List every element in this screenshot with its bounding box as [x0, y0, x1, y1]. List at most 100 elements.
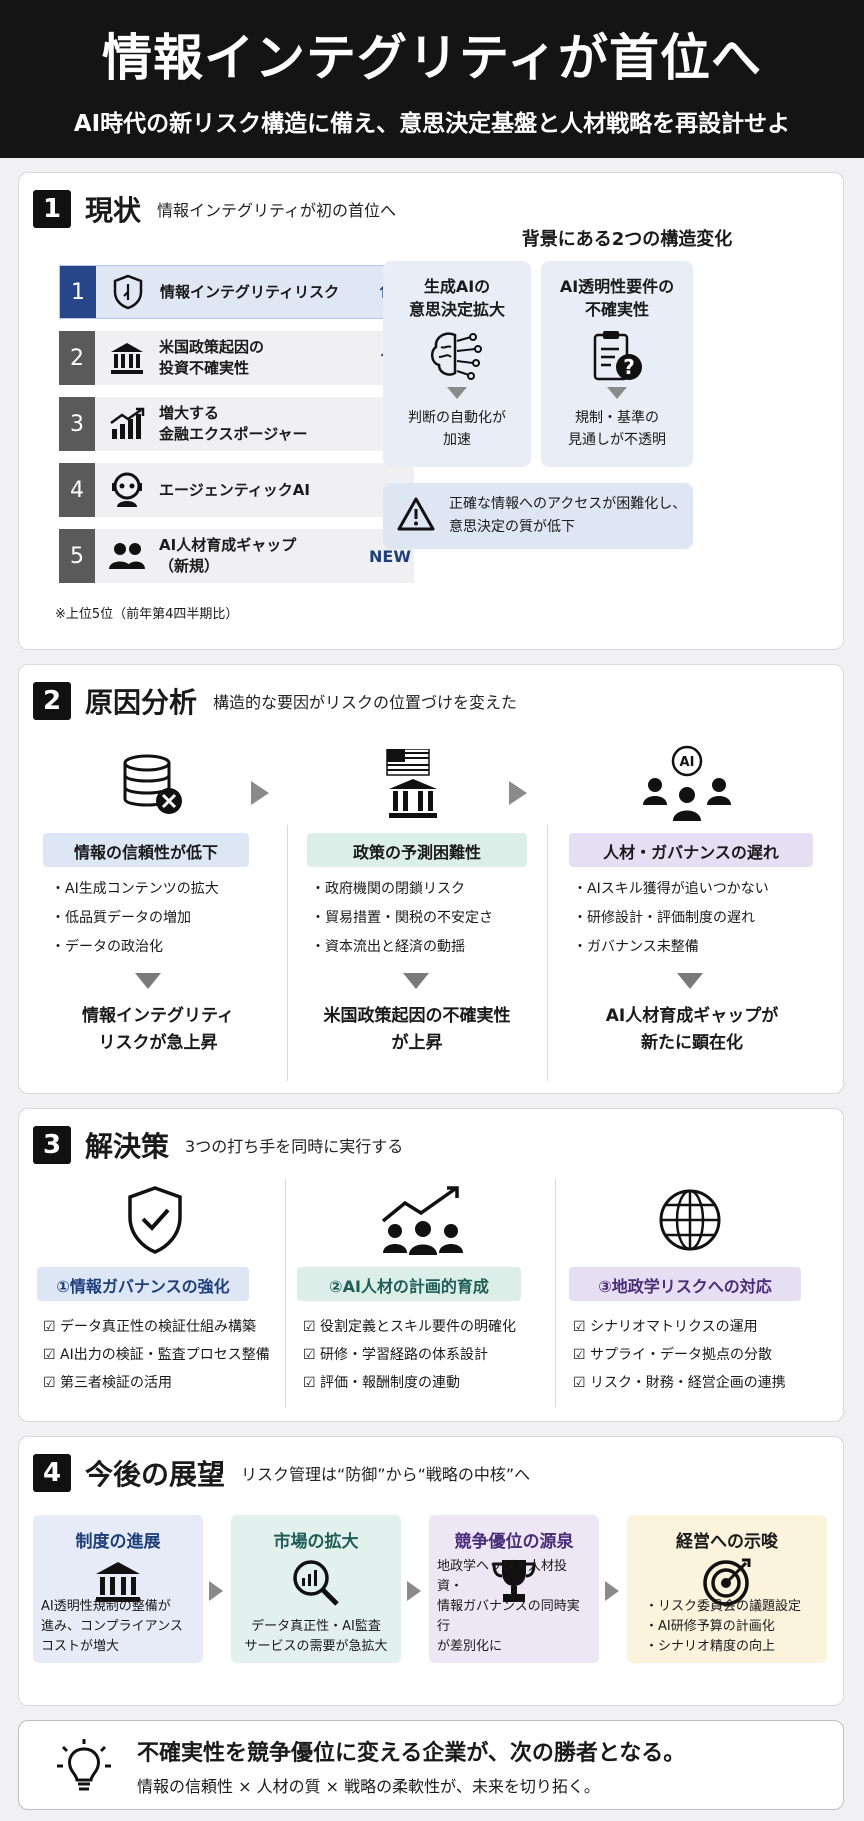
change-desc: 規制・基準の 見通しが不透明	[568, 410, 666, 448]
checklist-text: 研修・学習経路の体系設計	[320, 1347, 489, 1363]
checklist-item: ☑ リスク・財務・経営企画の連携	[573, 1369, 786, 1397]
checklist-text: データ真正性の検証仕組み構築	[60, 1319, 257, 1335]
down-arrow-icon	[135, 973, 161, 989]
checkbox-checked-icon: ☑	[303, 1319, 321, 1335]
checkbox-checked-icon: ☑	[303, 1347, 321, 1363]
right-arrow-icon	[605, 1581, 619, 1601]
institution-icon	[94, 1560, 142, 1604]
checkbox-checked-icon: ☑	[573, 1375, 591, 1391]
section-number: 4	[33, 1454, 71, 1492]
rising-chart-icon	[95, 397, 159, 451]
cause-result-2: 米国政策起因の不確実性 が上昇	[323, 1006, 511, 1053]
footer-headline: 不確実性を競争優位に変える企業が、次の勝者となる。	[137, 1741, 686, 1766]
section-header: 1 現状 情報インテグリティが初の首位へ	[33, 189, 396, 229]
bullet-item: ・研修設計・評価制度の遅れ	[573, 910, 755, 926]
shield-check-icon	[125, 1185, 185, 1255]
rank-row-4: 4 エージェンティックAI →	[59, 463, 414, 517]
solution-label-2: ②AI人材の計画的育成	[297, 1267, 521, 1301]
section-title: 解決策	[85, 1130, 170, 1163]
rank-number: 3	[59, 397, 95, 451]
rank-label: 米国政策起因の 投資不確実性	[159, 338, 265, 377]
checklist-item: ☑ 第三者検証の活用	[43, 1369, 270, 1397]
solution-checklist-1: ☑ データ真正性の検証仕組み構築 ☑ AI出力の検証・監査プロセス整備 ☑ 第三…	[43, 1313, 270, 1397]
rank-label: AI人材育成ギャップ （新規）	[159, 536, 297, 575]
solution-label-3: ③地政学リスクへの対応	[569, 1267, 801, 1301]
right-arrow-icon	[407, 1581, 421, 1601]
checklist-item: ☑ AI出力の検証・監査プロセス整備	[43, 1341, 270, 1369]
flag-bank-icon	[383, 749, 443, 821]
header-banner: 情報インテグリティが首位へ AI時代の新リスク構造に備え、意思決定基盤と人材戦略…	[0, 0, 864, 158]
column-divider	[547, 825, 548, 1081]
down-arrow-icon	[403, 973, 429, 989]
change-box-1: 生成AIの 意思決定拡大 判断の自動化が 加速	[383, 261, 531, 467]
section-number: 1	[33, 190, 71, 228]
change-title: 生成AIの 意思決定拡大	[408, 277, 505, 319]
cause-label-1: 情報の信頼性が低下	[43, 833, 249, 867]
checklist-text: 評価・報酬制度の連動	[320, 1375, 461, 1391]
magnifier-chart-icon	[291, 1558, 341, 1606]
clipboard-question-icon: ?	[587, 329, 647, 383]
page-title: 情報インテグリティが首位へ	[102, 29, 762, 87]
section-header: 2 原因分析 構造的な要因がリスクの位置づけを変えた	[33, 681, 517, 721]
change-title: AI透明性要件の 不確実性	[559, 277, 675, 319]
change-box-2: AI透明性要件の 不確実性 ? 規制・基準の 見通しが不透明	[541, 261, 693, 467]
solution-checklist-3: ☑ シナリオマトリクスの運用 ☑ サプライ・データ拠点の分散 ☑ リスク・財務・…	[573, 1313, 786, 1397]
rank-number: 1	[60, 266, 96, 318]
trophy-icon	[490, 1558, 538, 1604]
bullet-item: ・低品質データの増加	[51, 910, 191, 926]
rank-label: 増大する 金融エクスポージャー	[159, 404, 308, 443]
checklist-text: AI出力の検証・監査プロセス整備	[60, 1347, 270, 1363]
cause-result-1: 情報インテグリティ リスクが急上昇	[82, 1006, 234, 1053]
section-subtitle: 情報インテグリティが初の首位へ	[157, 201, 397, 220]
warning-icon	[397, 497, 435, 531]
column-divider	[287, 825, 288, 1081]
checklist-text: 役割定義とスキル要件の明確化	[320, 1319, 517, 1335]
outlook-title: 市場の拡大	[273, 1532, 359, 1552]
section-title: 原因分析	[85, 686, 198, 719]
down-arrow-icon	[607, 387, 627, 399]
outlook-desc: 地政学ヘッジ・人材投資・ 情報ガバナンスの同時実行 が差別化に	[437, 1559, 580, 1654]
column-divider	[285, 1179, 286, 1407]
down-arrow-icon	[677, 973, 703, 989]
database-x-icon	[121, 753, 185, 817]
rank-number: 2	[59, 331, 95, 385]
checklist-text: サプライ・データ拠点の分散	[590, 1347, 773, 1363]
checklist-text: 第三者検証の活用	[60, 1375, 173, 1391]
globe-icon	[657, 1187, 723, 1253]
right-arrow-icon	[251, 781, 269, 805]
section-current-status: 1 現状 情報インテグリティが初の首位へ 1 情報インテグリティリスク ↑1 2…	[18, 172, 844, 650]
bullet-item: ・ガバナンス未整備	[573, 939, 699, 955]
checklist-item: ☑ データ真正性の検証仕組み構築	[43, 1313, 270, 1341]
rank-trend: NEW	[369, 546, 411, 566]
robot-icon	[95, 463, 159, 517]
outlook-title: 経営への示唆	[676, 1532, 778, 1552]
background-title: 背景にある2つの構造変化	[521, 229, 733, 250]
warning-text: 正確な情報へのアクセスが困難化し、 意思決定の質が低下	[449, 496, 687, 535]
svg-text:AI: AI	[680, 755, 695, 770]
outlook-box-3: 競争優位の源泉 地政学ヘッジ・人材投資・ 情報ガバナンスの同時実行 が差別化に	[429, 1515, 599, 1663]
section-subtitle: 構造的な要因がリスクの位置づけを変えた	[213, 693, 518, 712]
bullet-item: ・データの政治化	[51, 939, 163, 955]
rank-number: 4	[59, 463, 95, 517]
checkbox-checked-icon: ☑	[573, 1347, 591, 1363]
section-header: 4 今後の展望 リスク管理は“防御”から“戦略の中核”へ	[33, 1453, 530, 1493]
warning-box: 正確な情報へのアクセスが困難化し、 意思決定の質が低下	[383, 483, 693, 549]
rank-row-5: 5 AI人材育成ギャップ （新規） NEW	[59, 529, 414, 583]
outlook-desc: データ真正性・AI監査 サービスの需要が急拡大	[244, 1619, 388, 1654]
column-divider	[555, 1179, 556, 1407]
section-solutions: 3 解決策 3つの打ち手を同時に実行する ①情報ガバナンスの強化 ②AI人材の計…	[18, 1108, 844, 1422]
solution-label-1: ①情報ガバナンスの強化	[37, 1267, 249, 1301]
section-outlook: 4 今後の展望 リスク管理は“防御”から“戦略の中核”へ 制度の進展 AI透明性…	[18, 1436, 844, 1706]
checklist-item: ☑ 役割定義とスキル要件の明確化	[303, 1313, 516, 1341]
right-arrow-icon	[509, 781, 527, 805]
cause-label-3: 人材・ガバナンスの遅れ	[569, 833, 813, 867]
bullet-item: ・政府機関の閉鎖リスク	[311, 881, 465, 897]
cause-label-2: 政策の予測困難性	[307, 833, 527, 867]
right-arrow-icon	[209, 1581, 223, 1601]
outlook-box-1: 制度の進展 AI透明性規制の整備が 進み、コンプライアンス コストが増大	[33, 1515, 203, 1663]
checkbox-checked-icon: ☑	[43, 1319, 61, 1335]
outlook-box-2: 市場の拡大 データ真正性・AI監査 サービスの需要が急拡大	[231, 1515, 401, 1663]
footer-message: 不確実性を競争優位に変える企業が、次の勝者となる。 情報の信頼性 × 人材の質 …	[18, 1720, 844, 1810]
bullet-item: ・AI生成コンテンツの拡大	[51, 881, 219, 897]
cause-bullets-1: ・AI生成コンテンツの拡大 ・低品質データの増加 ・データの政治化	[51, 875, 219, 962]
